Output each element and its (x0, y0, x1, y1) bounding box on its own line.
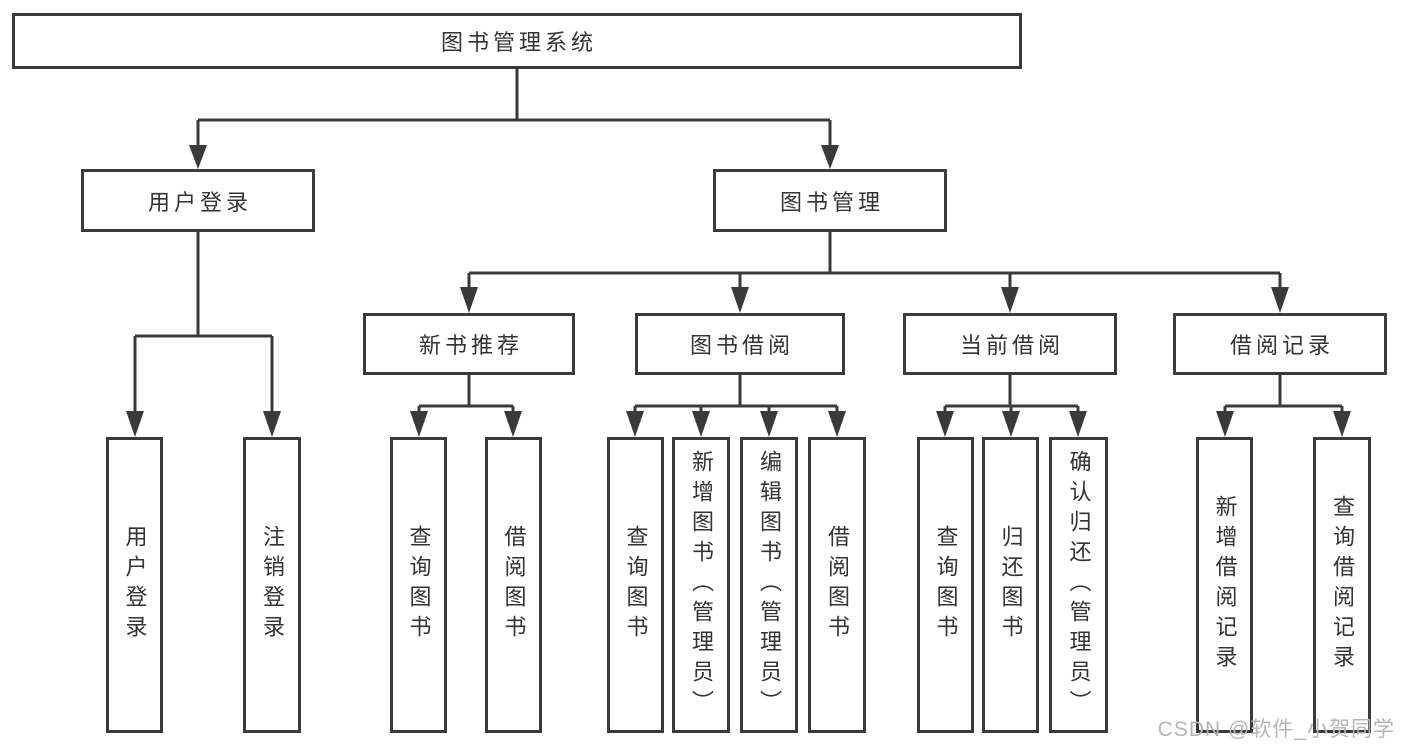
leaf-edit-book-admin: 编辑图书（管理员） (740, 437, 798, 733)
node-borrow-records: 借阅记录 (1173, 313, 1387, 375)
leaf-add-borrow-record: 新增借阅记录 (1196, 437, 1253, 733)
leaf-borrow-books-recommend: 借阅图书 (485, 437, 542, 733)
node-book-borrow: 图书借阅 (635, 313, 845, 375)
leaf-borrow-books: 借阅图书 (808, 437, 866, 733)
leaf-query-books-recommend: 查询图书 (390, 437, 447, 733)
leaf-add-book-admin: 新增图书（管理员） (672, 437, 730, 733)
node-user-login: 用户登录 (81, 169, 315, 232)
leaf-logout-login: 注销登录 (243, 437, 301, 733)
node-book-management: 图书管理 (713, 169, 947, 232)
arrowheads (126, 145, 1351, 437)
watermark: CSDN @软件_小贺同学 (1157, 718, 1395, 741)
leaf-confirm-return-admin: 确认归还（管理员） (1049, 437, 1108, 733)
node-new-book-recommend: 新书推荐 (363, 313, 575, 375)
leaf-query-books-borrow: 查询图书 (607, 437, 664, 733)
node-root: 图书管理系统 (12, 13, 1022, 69)
leaf-return-book: 归还图书 (982, 437, 1039, 733)
leaf-user-login: 用户登录 (106, 437, 163, 733)
leaf-query-borrow-record: 查询借阅记录 (1313, 437, 1371, 733)
node-current-borrow: 当前借阅 (903, 313, 1117, 375)
leaf-query-books-current: 查询图书 (917, 437, 974, 733)
